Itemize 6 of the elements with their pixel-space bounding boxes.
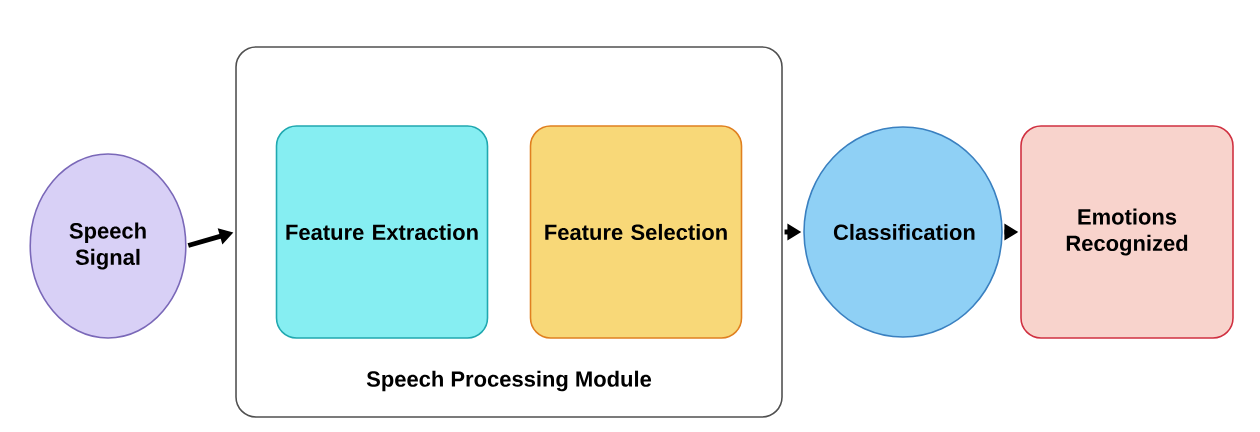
process-box: Feature Selection: [529, 125, 743, 339]
ellipse-node: Classification: [803, 126, 1003, 338]
ellipse-node: Speech Signal: [29, 153, 187, 339]
process-box: Emotions Recognized: [1020, 125, 1234, 339]
module-label: Speech Processing Module: [366, 370, 652, 392]
process-box: Feature Extraction: [275, 125, 489, 339]
